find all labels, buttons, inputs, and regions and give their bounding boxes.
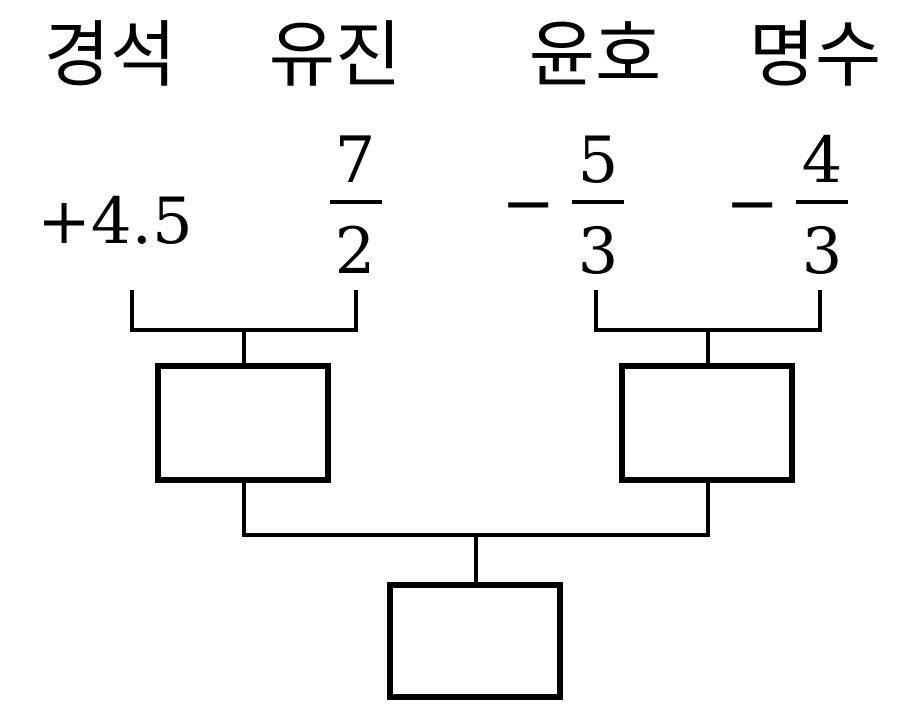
- fraction-sign: −: [725, 167, 779, 241]
- player-value-1: +4.5: [37, 185, 192, 259]
- player-value-3: − 5 3: [501, 124, 624, 289]
- bracket-connector-final: [242, 480, 710, 537]
- player-value-2: 7 2: [330, 124, 382, 289]
- answer-box-left: [155, 363, 331, 483]
- answer-box-right: [619, 363, 795, 483]
- fraction-denominator: 3: [802, 215, 843, 289]
- fraction-numerator: 4: [802, 124, 843, 198]
- answer-box-final: [387, 582, 563, 700]
- bracket-connector-left: [130, 290, 358, 332]
- fraction-sign: −: [501, 167, 555, 241]
- player-name-2: 유진: [269, 13, 401, 97]
- player-value-4: − 4 3: [725, 124, 848, 289]
- fraction-numerator: 7: [335, 124, 376, 198]
- player-name-3: 윤호: [529, 13, 661, 97]
- fraction-denominator: 2: [335, 215, 376, 289]
- fraction-numerator: 5: [578, 124, 619, 198]
- player-name-1: 경석: [44, 13, 176, 97]
- player-name-4: 명수: [749, 13, 881, 97]
- fraction-denominator: 3: [578, 215, 619, 289]
- bracket-connector-right: [594, 290, 822, 332]
